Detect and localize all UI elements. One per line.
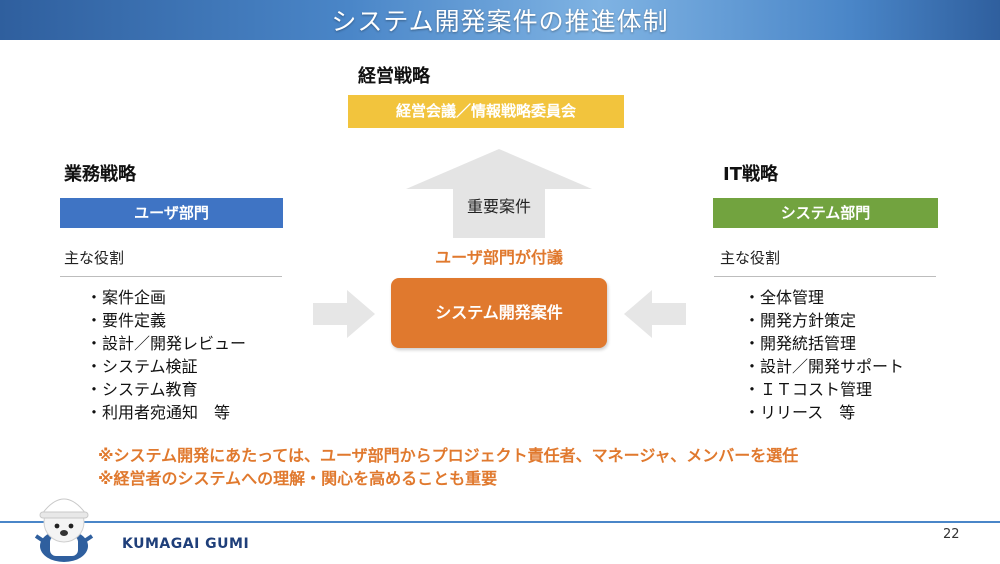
arrow-shaft	[652, 303, 686, 325]
list-item: ・利用者宛通知 等	[86, 403, 231, 422]
note-line-1: ※システム開発にあたっては、ユーザ部門からプロジェクト責任者、マネージャ、メンバ…	[98, 446, 799, 465]
user-department-submits-label: ユーザ部門が付議	[435, 248, 563, 267]
arrow-shaft	[313, 303, 347, 325]
list-item: ・設計／開発サポート	[744, 357, 905, 376]
list-item: ・システム検証	[86, 357, 198, 376]
list-item: ・開発統括管理	[744, 334, 857, 353]
up-arrow-body	[453, 189, 545, 238]
list-item: ・全体管理	[744, 288, 825, 307]
it-roles-list: ・全体管理 ・開発方針策定 ・開発統括管理 ・設計／開発サポート ・ＩＴコスト管…	[744, 286, 904, 424]
business-roles-heading: 主な役割	[64, 249, 125, 267]
system-dev-case-label: システム開発案件	[435, 303, 563, 322]
list-item: ・システム教育	[86, 380, 198, 399]
page-number: 22	[943, 527, 960, 542]
list-item: ・設計／開発レビュー	[86, 334, 247, 353]
management-committee-box: 経営会議／情報戦略委員会	[348, 95, 624, 128]
up-arrow-head	[406, 149, 592, 189]
arrow-tip	[347, 290, 375, 338]
mascot-bear-icon	[34, 498, 94, 562]
footer-divider	[0, 521, 1000, 523]
it-roles-heading: 主な役割	[720, 249, 781, 267]
company-logo: KUMAGAI GUMI	[122, 536, 250, 552]
right-pointing-arrow	[313, 290, 375, 338]
important-case-up-arrow	[406, 149, 592, 238]
system-dev-case-box: システム開発案件	[391, 278, 607, 348]
business-strategy-title: 業務戦略	[64, 164, 136, 185]
important-case-label: 重要案件	[466, 197, 531, 216]
title-bar	[0, 0, 1000, 40]
list-item: ・リリース 等	[744, 403, 856, 422]
slide-title: システム開発案件の推進体制	[331, 7, 669, 36]
it-roles-divider	[714, 276, 936, 277]
management-strategy-title: 経営戦略	[358, 66, 430, 87]
business-roles-list: ・案件企画 ・要件定義 ・設計／開発レビュー ・システム検証 ・システム教育 ・…	[86, 286, 246, 424]
left-pointing-arrow	[624, 290, 686, 338]
system-department-box: システム部門	[713, 198, 938, 228]
arrow-tip	[624, 290, 652, 338]
business-roles-divider	[60, 276, 282, 277]
list-item: ・ＩＴコスト管理	[744, 380, 873, 399]
user-department-box: ユーザ部門	[60, 198, 283, 228]
list-item: ・開発方針策定	[744, 311, 857, 330]
it-strategy-title: IT戦略	[723, 164, 778, 185]
list-item: ・案件企画	[86, 288, 167, 307]
note-line-2: ※経営者のシステムへの理解・関心を高めることも重要	[98, 469, 498, 488]
list-item: ・要件定義	[86, 311, 167, 330]
